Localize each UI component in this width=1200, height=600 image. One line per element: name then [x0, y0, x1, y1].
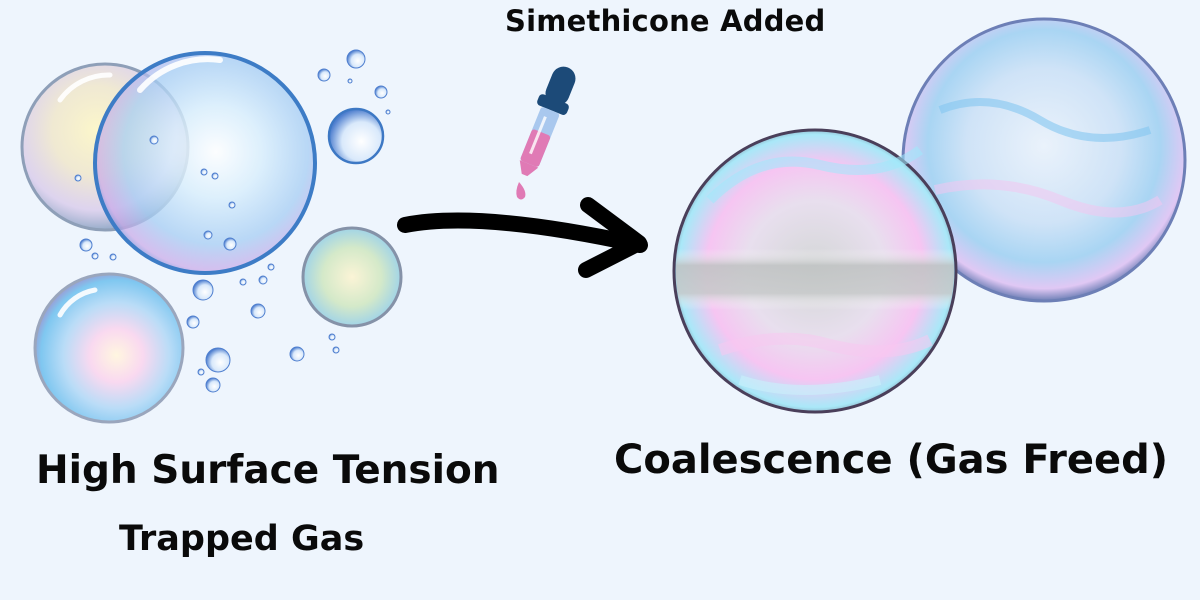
step-label: Simethicone Added — [505, 4, 826, 38]
arrow-right-icon — [397, 197, 648, 278]
left-panel-subtitle: Trapped Gas — [119, 519, 365, 559]
large-merged-bubbles-icon — [672, 17, 1187, 414]
left-panel-title: High Surface Tension — [36, 448, 500, 493]
small-foam-bubbles-icon — [20, 49, 403, 424]
right-panel-title: Coalescence (Gas Freed) — [614, 437, 1169, 483]
dropper-icon — [516, 66, 576, 200]
